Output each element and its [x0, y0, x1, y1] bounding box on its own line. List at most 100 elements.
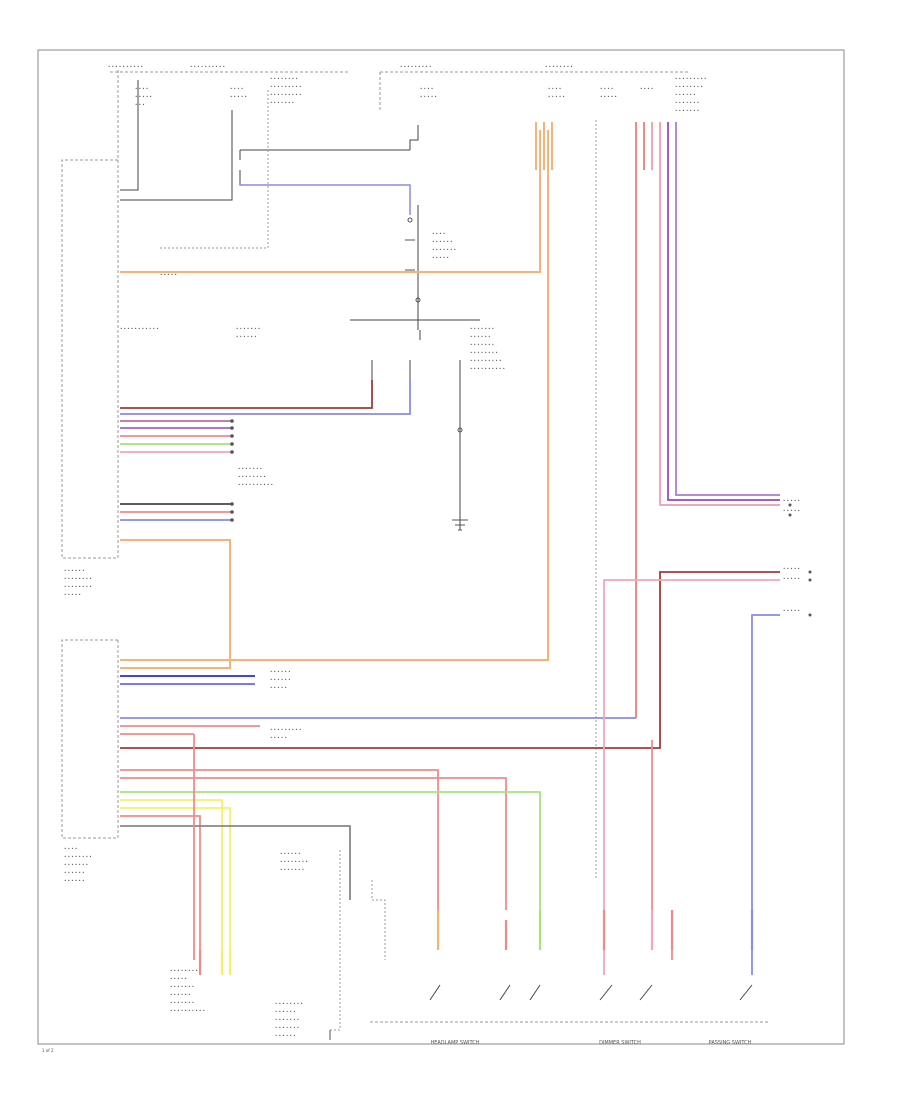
svg-text:• • • • • •: • • • • • • — [236, 334, 257, 339]
svg-text:• • • • • • • •: • • • • • • • • — [170, 968, 198, 973]
svg-text:• • • • • •: • • • • • • — [64, 870, 85, 875]
orange-wires — [120, 130, 549, 669]
svg-text:• • • • • •: • • • • • • — [470, 334, 491, 339]
svg-text:• • • • • • • • • • •: • • • • • • • • • • • — [120, 326, 159, 331]
diagram-frame — [37, 49, 845, 1045]
svg-text:• • • • • • •: • • • • • • • — [238, 466, 262, 471]
svg-text:• • • • •: • • • • • — [420, 94, 437, 99]
svg-text:• • • • •: • • • • • — [783, 508, 800, 513]
blue-wire-relay — [240, 184, 411, 215]
svg-text:• • • •: • • • • — [420, 86, 433, 91]
combination-meter-box — [61, 639, 119, 840]
svg-text:• • • • • • • • • •: • • • • • • • • • • — [190, 64, 225, 69]
svg-text:• • • • • • • • • •: • • • • • • • • • • — [470, 366, 505, 371]
dimmer-switch-label: DIMMER SWITCH — [599, 1040, 641, 1046]
svg-text:• • • • • • • • • •: • • • • • • • • • • — [238, 482, 273, 487]
svg-text:• • • • • • •: • • • • • • • — [270, 100, 294, 105]
svg-text:• • • • •: • • • • • — [783, 566, 800, 571]
svg-text:• • • • • •: • • • • • • — [170, 992, 191, 997]
svg-text:• • • • • •: • • • • • • — [675, 92, 696, 97]
svg-text:• • • • • • • • • •: • • • • • • • • • • — [108, 64, 143, 69]
module1-pin-wires — [120, 380, 411, 521]
svg-text:• • • • • • •: • • • • • • • — [470, 342, 494, 347]
right-bundle-wires — [635, 122, 780, 718]
page-code: 1 of 2 — [42, 1048, 54, 1053]
svg-text:• • • • • • •: • • • • • • • — [470, 326, 494, 331]
svg-text:• • • • •: • • • • • — [600, 94, 617, 99]
svg-text:• • • • • • •: • • • • • • • — [236, 326, 260, 331]
svg-text:• • • • • • •: • • • • • • • — [64, 862, 88, 867]
switch-feed-wires — [603, 579, 780, 975]
svg-text:• • • • • • • • •: • • • • • • • • • — [470, 358, 501, 363]
svg-text:• • • • • •: • • • • • • — [275, 1033, 296, 1038]
svg-text:• • • • • • •: • • • • • • • — [280, 867, 304, 872]
svg-text:• • • • • • •: • • • • • • • — [275, 1017, 299, 1022]
passing-switch-label: PASSING SWITCH — [709, 1040, 752, 1046]
top-fuse-labels — [110, 71, 690, 110]
svg-text:• • • •: • • • • — [135, 86, 148, 91]
svg-text:• • • • • • • • •: • • • • • • • • • — [270, 92, 301, 97]
svg-text:• • • • •: • • • • • — [230, 94, 247, 99]
svg-text:• • • • • • • •: • • • • • • • • — [280, 859, 308, 864]
svg-text:• • • • • • •: • • • • • • • — [170, 984, 194, 989]
svg-text:• • • • • • • •: • • • • • • • • — [470, 350, 498, 355]
svg-text:• • • • •: • • • • • — [432, 255, 449, 260]
pin-end-dots — [230, 419, 234, 522]
orange-connector-stubs — [535, 122, 553, 170]
svg-text:• • • • • •: • • • • • • — [270, 677, 291, 682]
svg-text:• • • • • • • •: • • • • • • • • — [275, 1001, 303, 1006]
svg-text:• • • • •: • • • • • — [548, 94, 565, 99]
svg-text:• • • •: • • • • — [230, 86, 243, 91]
svg-text:• • • •: • • • • — [432, 231, 445, 236]
svg-text:• • • • • • • •: • • • • • • • • — [64, 584, 92, 589]
svg-text:• • • • •: • • • • • — [135, 94, 152, 99]
svg-text:• • • • • •: • • • • • • — [275, 1009, 296, 1014]
svg-text:• • • • • • • •: • • • • • • • • — [238, 474, 266, 479]
svg-text:• • • •: • • • • — [640, 86, 653, 91]
svg-text:• • • •: • • • • — [600, 86, 613, 91]
svg-text:• • • • • • • • •: • • • • • • • • • — [675, 76, 706, 81]
svg-text:• • • • • • • •: • • • • • • • • — [270, 76, 298, 81]
svg-text:• • • • • •: • • • • • • — [270, 669, 291, 674]
svg-text:• • • • • •: • • • • • • — [64, 878, 85, 883]
svg-text:• • • • • • •: • • • • • • • — [275, 1025, 299, 1030]
svg-text:• • • • •: • • • • • — [783, 498, 800, 503]
svg-text:• • • • • • •: • • • • • • • — [432, 247, 456, 252]
svg-text:• • • • •: • • • • • — [270, 685, 287, 690]
svg-text:• • • • • •: • • • • • • — [64, 568, 85, 573]
module2-wires — [120, 571, 780, 960]
svg-text:• • • • • • • •: • • • • • • • • — [64, 576, 92, 581]
body-control-module-box — [61, 70, 119, 559]
gray-dashed-wires — [160, 90, 597, 1031]
switch-contacts — [429, 984, 753, 1001]
svg-text:• • • • • • • • • •: • • • • • • • • • • — [170, 1008, 205, 1013]
svg-text:• • • • • •: • • • • • • — [280, 851, 301, 856]
headlamp-switch-label: HEADLAMP SWITCH — [430, 1040, 479, 1046]
micro-labels: • • • • • • • • • • • • • • • • • • • • … — [120, 231, 505, 1038]
top-fuse-text: • • • • • • • • • • • • • • • • • • • • … — [108, 64, 706, 113]
svg-text:• • • • • • • • •: • • • • • • • • • — [270, 84, 301, 89]
svg-text:• • • • • • •: • • • • • • • — [170, 1000, 194, 1005]
svg-text:• • •: • • • — [135, 102, 145, 107]
svg-text:• • • • • • • • •: • • • • • • • • • — [400, 64, 431, 69]
svg-text:• • • • •: • • • • • — [783, 576, 800, 581]
relay-symbols — [405, 217, 468, 531]
svg-text:• • • • • • •: • • • • • • • — [675, 108, 699, 113]
switch-connector-stubs — [198, 910, 754, 975]
svg-text:• • • • •: • • • • • — [270, 735, 287, 740]
module1-text: • • • • • • • • • • • • • • • • • • • • … — [64, 568, 92, 597]
right-terminals — [788, 503, 812, 617]
svg-text:• • • • • •: • • • • • • — [432, 239, 453, 244]
black-wires — [120, 80, 480, 530]
svg-text:• • • • •: • • • • • — [64, 592, 81, 597]
svg-text:• • • • • • • •: • • • • • • • • — [675, 84, 703, 89]
svg-text:• • • •: • • • • — [548, 86, 561, 91]
svg-text:• • • • • • • •: • • • • • • • • — [545, 64, 573, 69]
right-terminal-text: • • • • • • • • • • • • • • • • • • • • … — [783, 498, 800, 613]
svg-text:• • • • •: • • • • • — [170, 976, 187, 981]
svg-text:• • • • • • • •: • • • • • • • • — [64, 854, 92, 859]
svg-text:• • • • • • • • •: • • • • • • • • • — [270, 727, 301, 732]
svg-text:• • • • •: • • • • • — [783, 608, 800, 613]
